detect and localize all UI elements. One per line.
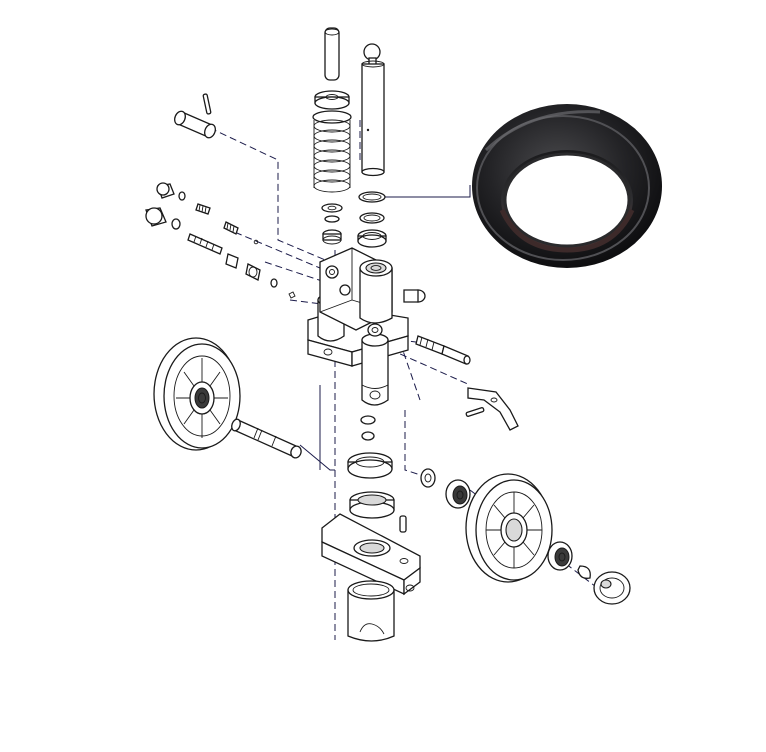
push-rod — [314, 27, 350, 110]
wheel-axle — [231, 418, 302, 459]
release-valve-assembly — [145, 182, 296, 299]
pump-piston — [361, 43, 385, 177]
pump-body — [307, 247, 426, 406]
return-spring — [312, 110, 352, 245]
lever-pin — [174, 93, 216, 139]
piston-seals — [357, 191, 387, 248]
steering-wheel-right — [420, 468, 553, 583]
steering-wheel-left — [153, 337, 241, 451]
hub-cap — [593, 571, 631, 605]
lever-cam — [415, 335, 519, 431]
thrust-bearing — [347, 415, 395, 519]
steering-yoke — [321, 513, 421, 596]
piston-seal-ring-photo — [472, 104, 662, 268]
wheel-bearing — [547, 541, 591, 579]
king-pin-tube — [347, 580, 395, 642]
